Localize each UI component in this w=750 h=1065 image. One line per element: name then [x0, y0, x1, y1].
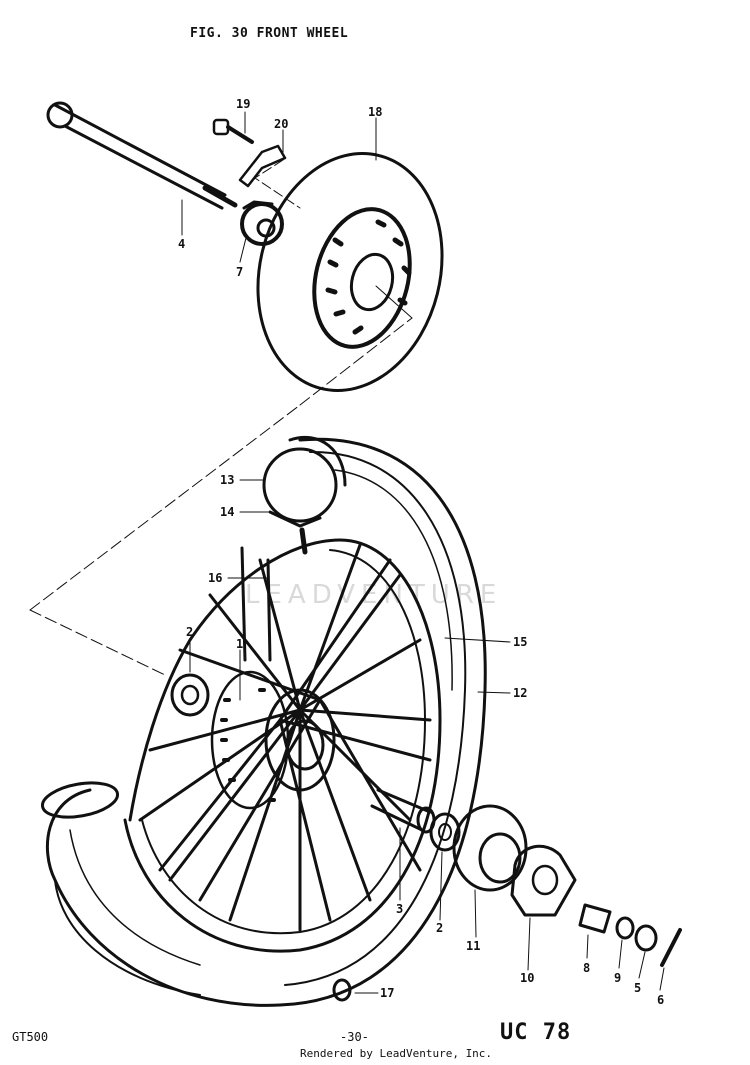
valve-cap-part — [332, 978, 352, 1002]
bearing-right-part — [429, 812, 461, 852]
figure-title: FIG. 30 FRONT WHEEL — [190, 26, 349, 41]
watermark: LEADVENTURE — [245, 580, 503, 610]
catalog-code: UC 78 — [500, 1020, 572, 1045]
callout-7: 7 — [236, 265, 243, 279]
callout-15: 15 — [513, 635, 527, 649]
cotter-pin-part — [660, 928, 682, 967]
lock-washer-part — [238, 144, 287, 188]
callout-3: 3 — [396, 902, 403, 916]
callout-5: 5 — [634, 981, 641, 995]
render-credit: Rendered by LeadVenture, Inc. — [300, 1047, 493, 1060]
page-number: -30- — [340, 1030, 369, 1044]
callout-2-left: 2 — [186, 625, 193, 639]
nut-part — [634, 924, 658, 952]
spacer-part — [240, 200, 284, 246]
brake-disc-part — [256, 152, 444, 392]
callout-labels: 19 20 18 4 7 13 14 16 2 1 15 12 3 2 11 1… — [178, 97, 664, 1007]
hub-part — [210, 670, 336, 810]
callout-17: 17 — [380, 986, 394, 1000]
tube-part — [262, 435, 347, 523]
tire-part — [40, 437, 487, 1007]
callout-19: 19 — [236, 97, 250, 111]
callout-14: 14 — [220, 505, 234, 519]
collar-part — [578, 903, 612, 934]
callout-18: 18 — [368, 105, 382, 119]
washer-part — [615, 916, 635, 940]
callout-6: 6 — [657, 993, 664, 1007]
axle-part — [46, 101, 238, 210]
callout-9: 9 — [614, 971, 621, 985]
speedometer-gearbox-part — [510, 844, 577, 917]
spacer-tube-part — [370, 788, 436, 834]
callout-1: 1 — [236, 637, 243, 651]
callout-10: 10 — [520, 971, 534, 985]
model-label: GT500 — [12, 1030, 49, 1044]
callout-16: 16 — [208, 571, 222, 585]
bearing-left-part — [170, 673, 210, 717]
rim-band-part — [268, 510, 322, 555]
leader-lines — [29, 111, 665, 994]
callout-20: 20 — [274, 117, 288, 131]
callout-8: 8 — [583, 961, 590, 975]
dust-seal-cover-part — [452, 804, 528, 892]
bolt-part — [212, 118, 254, 144]
callout-12: 12 — [513, 686, 527, 700]
callout-13: 13 — [220, 473, 234, 487]
callout-2-right: 2 — [436, 921, 443, 935]
callout-11: 11 — [466, 939, 480, 953]
callout-4: 4 — [178, 237, 185, 251]
spokes-part — [138, 543, 432, 932]
